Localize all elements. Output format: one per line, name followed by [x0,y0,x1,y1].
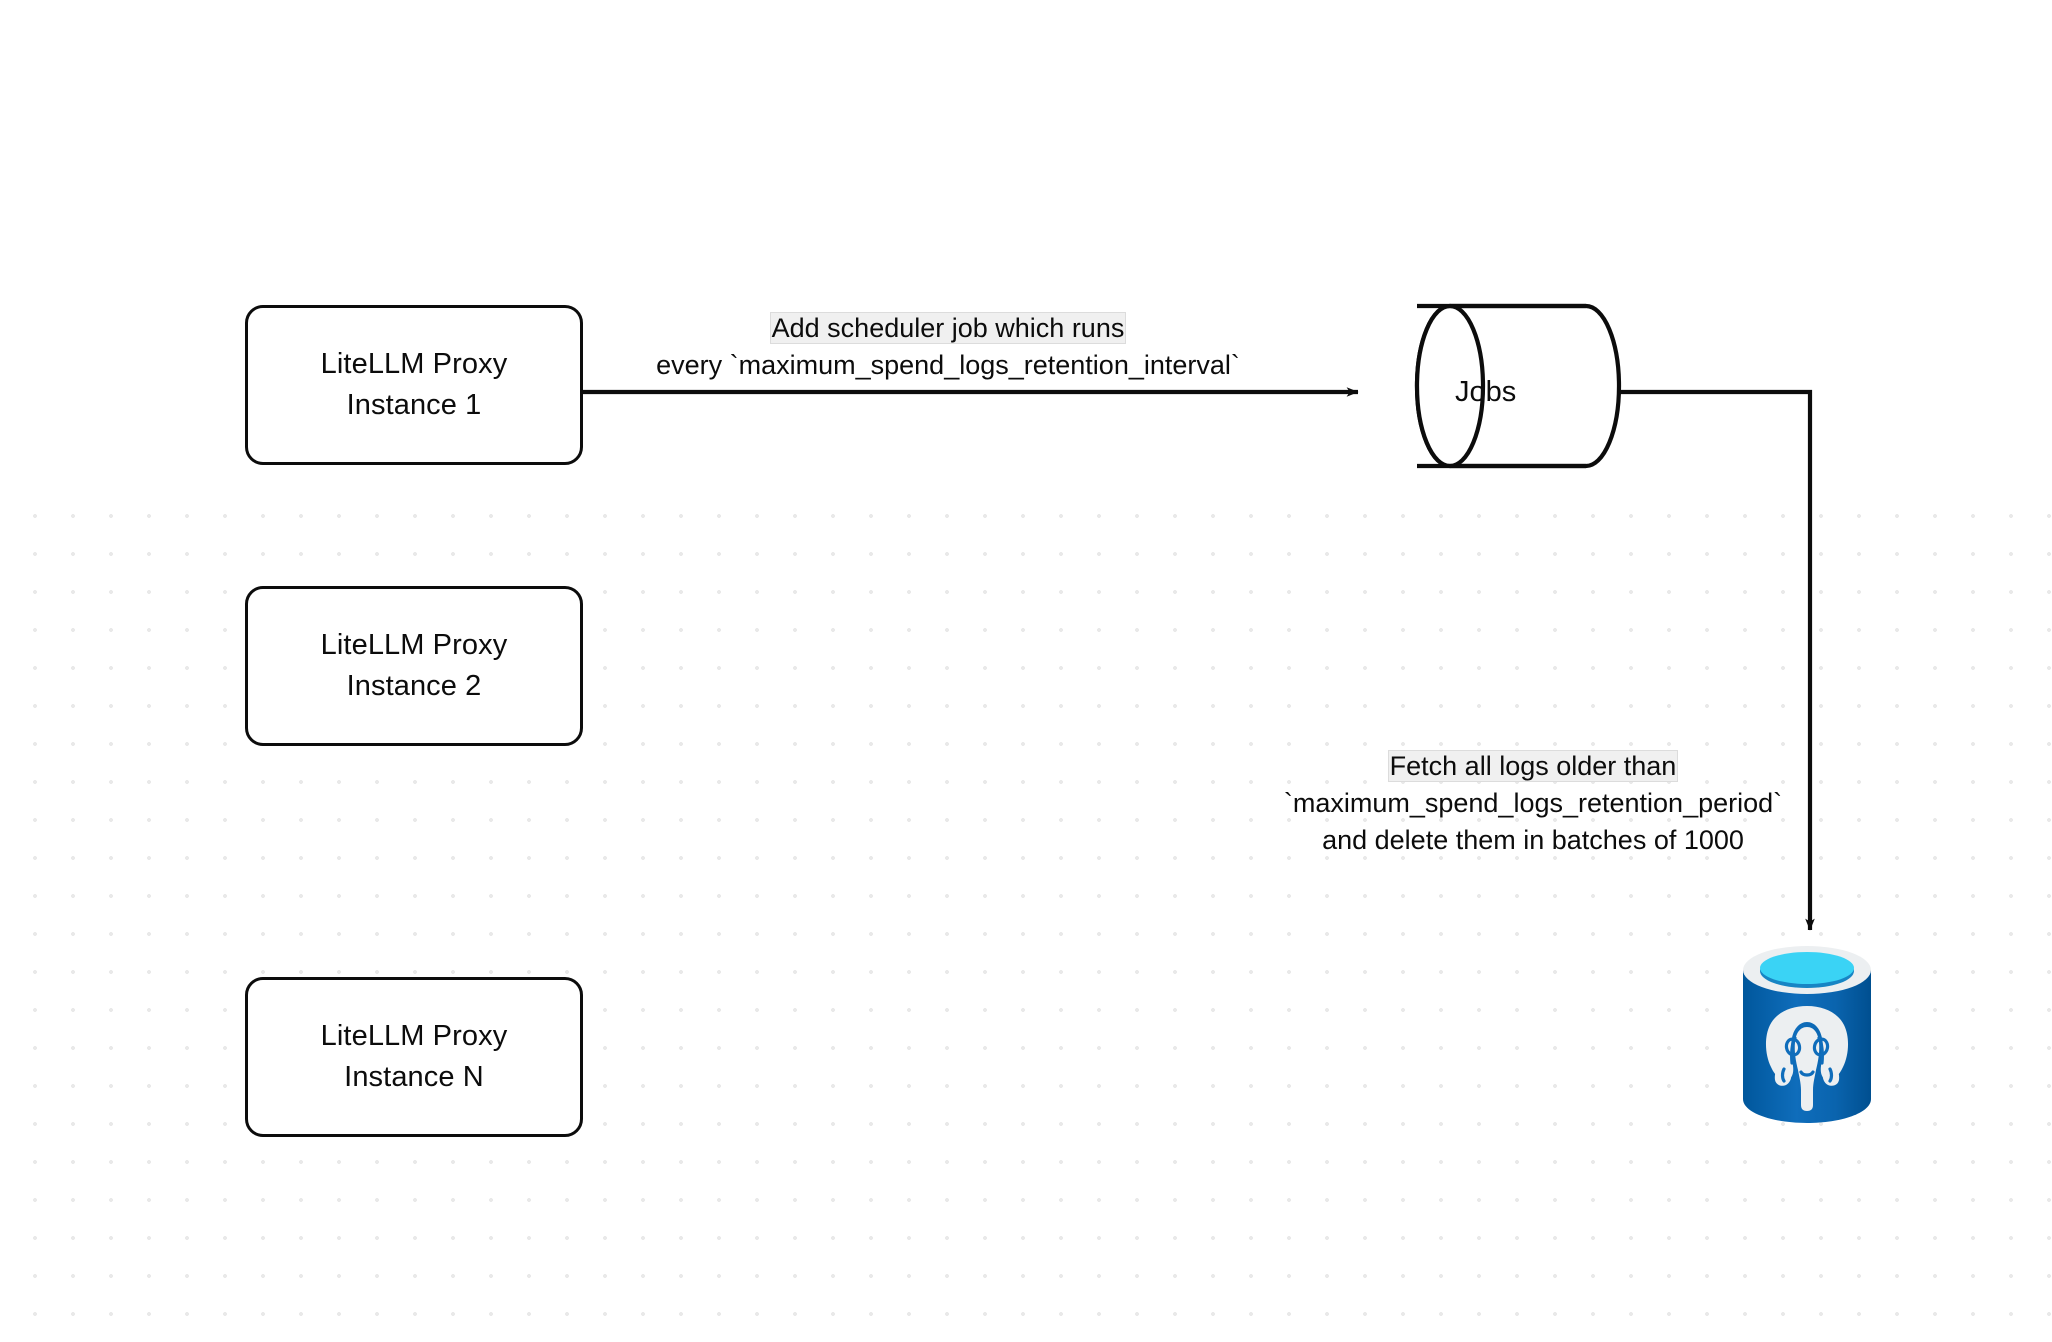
postgresql-database-icon[interactable] [1740,943,1874,1127]
node-label-line2: Instance 1 [346,389,482,421]
node-litellm-proxy-instance-2[interactable]: LiteLLM Proxy Instance 2 [245,586,583,746]
edge-label-line2: `maximum_spend_logs_retention_period` [1283,788,1783,818]
node-jobs-queue-label: Jobs [1455,376,1517,408]
jobs-cylinder-shape [1414,303,1622,469]
node-litellm-proxy-instance-1[interactable]: LiteLLM Proxy Instance 1 [245,305,583,465]
edge-label-fetch-and-delete-logs: Fetch all logs older than `maximum_spend… [1248,748,1818,859]
edge-label-line3: and delete them in batches of 1000 [1322,825,1744,855]
node-label-line1: LiteLLM Proxy [320,629,508,661]
node-label-line1: LiteLLM Proxy [320,1020,508,1052]
edge-label-line1: Add scheduler job which runs [588,310,1308,347]
edge-jobs-to-postgres-path [1619,389,1815,931]
edge-label-line1-text: Fetch all logs older than [1388,751,1678,781]
node-litellm-proxy-instance-n[interactable]: LiteLLM Proxy Instance N [245,977,583,1137]
edge-label-add-scheduler-job: Add scheduler job which runs every `maxi… [588,310,1308,384]
node-label-line1: LiteLLM Proxy [320,348,508,380]
node-label-line2: Instance N [344,1061,484,1093]
edge-label-line1: Fetch all logs older than [1248,748,1818,785]
edge-label-line1-text: Add scheduler job which runs [770,313,1126,343]
edge-label-line2: every `maximum_spend_logs_retention_inte… [656,350,1240,380]
elephant-line-details [1780,1036,1834,1083]
node-label-line2: Instance 2 [346,670,482,702]
